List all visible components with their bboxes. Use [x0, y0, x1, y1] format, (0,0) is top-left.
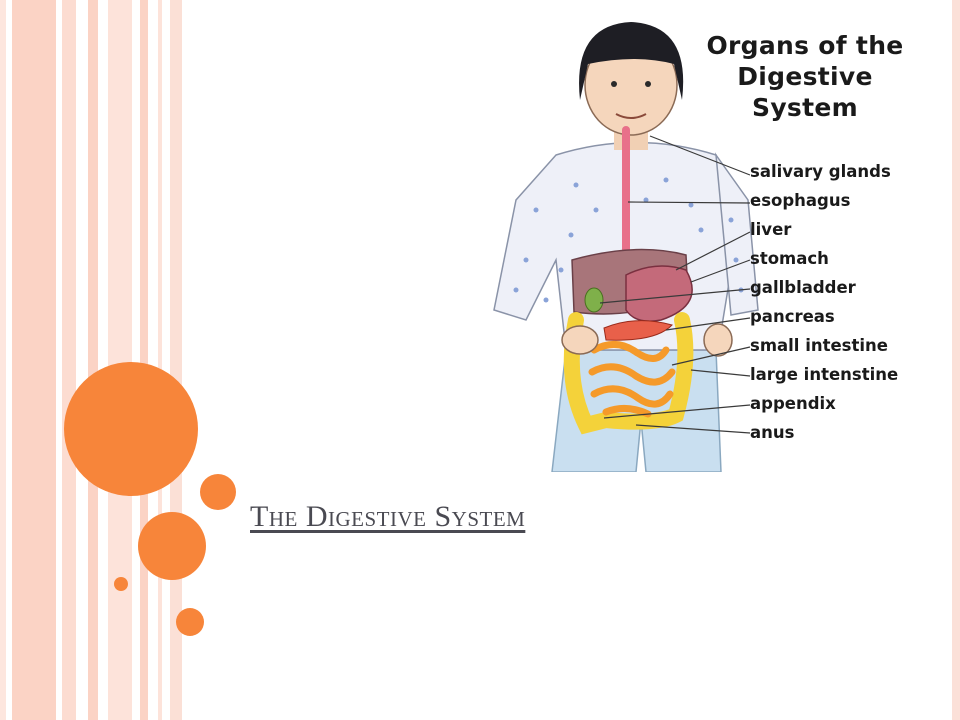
digestive-system-illustration: [493, 22, 759, 472]
label-salivary-glands: salivary glands: [750, 162, 891, 181]
shirt: [493, 141, 737, 351]
left-hand: [561, 325, 599, 355]
label-pancreas: pancreas: [750, 307, 835, 326]
shirt-sleeve: [714, 152, 759, 316]
label-stomach: stomach: [750, 249, 829, 268]
label-esophagus: esophagus: [750, 191, 851, 210]
large-intestine: [563, 312, 694, 435]
right-hand: [703, 323, 733, 357]
stomach: [625, 265, 693, 322]
decorative-circle-large: [64, 362, 198, 496]
slide-title: The Digestive System: [250, 500, 526, 533]
decorative-circle-tiny: [114, 577, 128, 591]
label-small-intestine: small intestine: [750, 336, 888, 355]
small-intestine: [588, 341, 676, 418]
label-leader-lines: [599, 135, 751, 434]
decorative-circle-small: [200, 474, 236, 510]
hair: [579, 22, 684, 100]
label-liver: liver: [750, 220, 792, 239]
label-gallbladder: gallbladder: [750, 278, 856, 297]
decorative-circle-medium: [138, 512, 206, 580]
shirt-pattern: [513, 177, 744, 303]
diagram-title-line: System: [752, 93, 858, 122]
pancreas: [603, 320, 673, 341]
left-stripe-decoration: [0, 0, 190, 720]
diagram-title-line: Organs of the: [706, 31, 904, 60]
diagram-title-line: Digestive: [737, 62, 873, 91]
gallbladder: [584, 287, 604, 313]
label-anus: anus: [750, 423, 795, 442]
right-border-decoration: [952, 0, 960, 720]
label-large-intestine: large intenstine: [750, 365, 899, 384]
decorative-circle-mini: [176, 608, 204, 636]
label-appendix: appendix: [750, 394, 836, 413]
diagram-title: Organs of the Digestive System: [700, 30, 910, 123]
